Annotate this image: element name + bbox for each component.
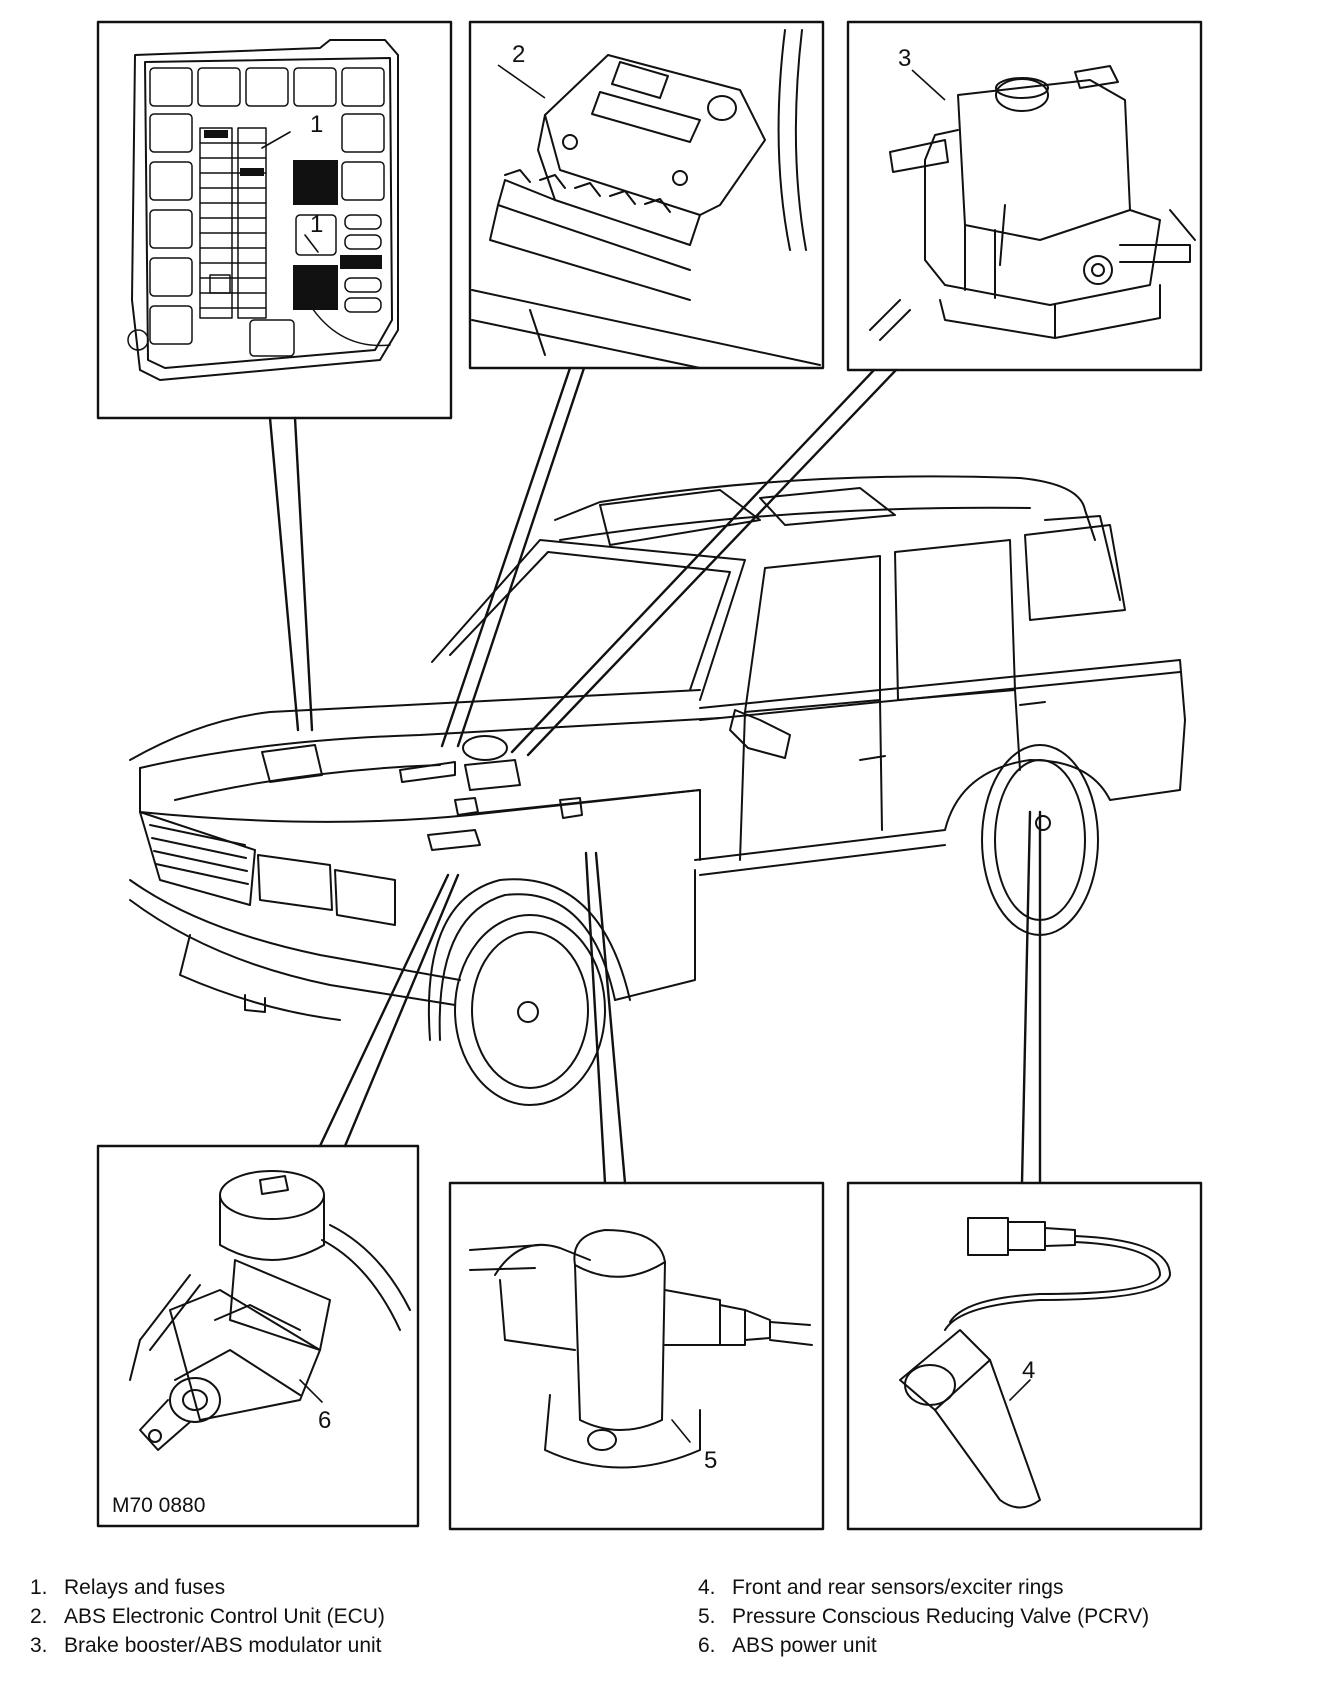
callout-pcrv: 5 [704,1447,717,1474]
legend-number: 2. [30,1605,48,1628]
legend-text: Front and rear sensors/exciter rings [732,1576,1064,1599]
callout-power-unit: 6 [318,1407,331,1434]
panel-ecu [468,20,825,370]
vehicle-outline [129,475,1186,1106]
abs-component-location-diagram: 1 1 2 3 4 5 6 M70 0880 [96,20,1203,1531]
legend-item-power-unit: 6. ABS power unit [698,1631,1149,1660]
relay-blocks [204,130,382,310]
panel-power-unit [96,1144,420,1528]
callout-relays-fuses-b: 1 [310,211,323,238]
callout-relays-fuses-a: 1 [310,111,323,138]
legend-number: 4. [698,1576,716,1599]
legend-text: Pressure Conscious Reducing Valve (PCRV) [732,1605,1150,1628]
legend-item-sensors: 4. Front and rear sensors/exciter rings [698,1573,1149,1602]
fuse-grid [127,67,391,357]
legend-number: 1. [30,1576,48,1599]
legend-item-relays-fuses: 1. Relays and fuses [30,1573,385,1602]
panel-pcrv [448,1181,825,1531]
legend-number: 6. [698,1634,716,1657]
legend-number: 3. [30,1634,48,1657]
callout-labels: 1 1 2 3 4 5 6 [310,41,1035,1474]
legend-item-modulator: 3. Brake booster/ABS modulator unit [30,1631,385,1660]
legend-right: 4. Front and rear sensors/exciter rings 5… [698,1573,1149,1660]
legend-number: 5. [698,1605,716,1628]
legend-text: ABS Electronic Control Unit (ECU) [64,1605,385,1628]
callout-modulator: 3 [898,45,911,72]
legend-item-pcrv: 5. Pressure Conscious Reducing Valve (PCR… [698,1602,1149,1631]
callout-ecu: 2 [512,41,525,68]
legend-text: Brake booster/ABS modulator unit [64,1634,382,1657]
figure-code: M70 0880 [112,1494,205,1517]
legend-item-ecu: 2. ABS Electronic Control Unit (ECU) [30,1602,385,1631]
callout-sensor: 4 [1022,1357,1035,1384]
leader-lines [268,366,1042,1185]
panel-modulator [846,20,1203,372]
panel-relays-fuses [96,20,453,420]
legend-text: Relays and fuses [64,1576,226,1599]
panel-sensor [846,1181,1203,1531]
legend-text: ABS power unit [732,1634,877,1657]
legend-left: 1. Relays and fuses 2. ABS Electronic Cont… [30,1573,385,1660]
